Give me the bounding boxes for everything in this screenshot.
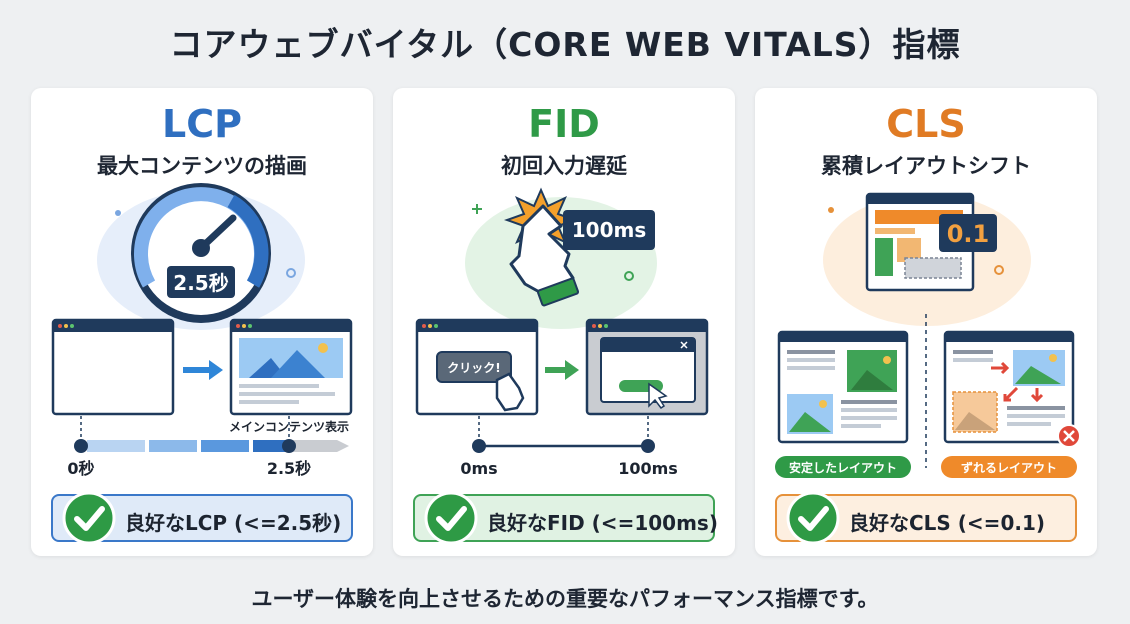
timeline-start-dot bbox=[74, 439, 88, 453]
footer-caption: ユーザー体験を向上させるための重要なパフォーマンス指標です。 bbox=[251, 587, 879, 611]
result-badge: 良好なFID (<=100ms) bbox=[413, 491, 718, 545]
timeline-end-dot bbox=[641, 439, 655, 453]
shift-value: 0.1 bbox=[947, 220, 990, 248]
click-button bbox=[436, 351, 512, 383]
timeline-end-label: 100ms bbox=[618, 459, 678, 478]
lcp-illustration: 2.5秒 メインコンテンツ表 bbox=[51, 183, 353, 478]
timeline-end-label: 2.5秒 bbox=[267, 459, 311, 478]
metric-name: LCP bbox=[162, 102, 242, 146]
delay-badge bbox=[563, 210, 655, 250]
timeline-arrow bbox=[293, 440, 349, 452]
timeline-end-dot bbox=[282, 439, 296, 453]
timeline-segment bbox=[149, 440, 197, 452]
check-icon bbox=[786, 491, 840, 545]
stable-layout-window bbox=[777, 330, 909, 444]
shifting-layout-window-2 bbox=[943, 330, 1075, 444]
speedometer-icon bbox=[131, 183, 271, 323]
timeline-start-label: 0ms bbox=[460, 459, 497, 478]
metric-subtitle: 累積レイアウトシフト bbox=[821, 154, 1031, 178]
milestone-label: メインコンテンツ表示 bbox=[229, 419, 349, 434]
stable-layout-label: 安定したレイアウト bbox=[789, 460, 897, 475]
stable-layout-pill bbox=[775, 456, 911, 478]
pointer-hand-icon bbox=[509, 204, 580, 307]
shift-layout-pill bbox=[941, 456, 1077, 478]
close-icon bbox=[680, 341, 688, 349]
timeline-segment bbox=[253, 440, 287, 452]
timeline-segment bbox=[201, 440, 249, 452]
result-badge: 良好なLCP (<=2.5秒) bbox=[51, 491, 353, 545]
content-browser-window bbox=[229, 318, 353, 416]
click-label: クリック! bbox=[447, 361, 500, 375]
metric-name: CLS bbox=[886, 102, 966, 146]
check-icon bbox=[62, 491, 116, 545]
shift-arrow-icon bbox=[1030, 388, 1044, 403]
empty-browser-window bbox=[51, 318, 175, 416]
input-browser-window bbox=[415, 318, 539, 416]
page-title: コアウェブバイタル（CORE WEB VITALS）指標 bbox=[169, 25, 961, 64]
error-x-icon bbox=[1057, 424, 1081, 448]
metric-subtitle: 最大コンテンツの描画 bbox=[97, 154, 307, 178]
timeline-segment bbox=[87, 440, 145, 452]
arrow-right-icon bbox=[545, 360, 579, 380]
metric-name: FID bbox=[528, 102, 600, 146]
metric-subtitle: 初回入力遅延 bbox=[501, 154, 627, 178]
fid-illustration: 100ms クリック! 0ms 100ms bbox=[415, 187, 709, 478]
result-label: 良好なFID (<=100ms) bbox=[487, 511, 718, 535]
shift-badge bbox=[939, 214, 997, 252]
timeline-start-label: 0秒 bbox=[67, 459, 94, 478]
shift-layout-label: ずれるレイアウト bbox=[961, 460, 1057, 475]
arrow-right-icon bbox=[183, 360, 223, 380]
result-badge: 良好なCLS (<=0.1) bbox=[775, 491, 1077, 545]
timeline-start-dot bbox=[472, 439, 486, 453]
response-browser-window bbox=[585, 318, 709, 416]
lcp-card: 2.5秒 メインコンテンツ表 bbox=[31, 88, 373, 556]
shift-arrow-icon bbox=[1003, 386, 1019, 402]
fid-card: 100ms クリック! 0ms 100ms bbox=[393, 88, 735, 556]
delay-value: 100ms bbox=[572, 218, 647, 242]
cursor-icon bbox=[648, 382, 668, 410]
pointer-hand-icon bbox=[495, 372, 525, 412]
cls-illustration: 0.1 bbox=[775, 192, 1081, 478]
cls-card: 0.1 bbox=[755, 88, 1097, 556]
result-label: 良好なCLS (<=0.1) bbox=[849, 511, 1046, 535]
result-label: 良好なLCP (<=2.5秒) bbox=[125, 511, 342, 535]
shift-arrow-icon bbox=[991, 361, 1010, 375]
check-icon bbox=[424, 491, 478, 545]
gauge-value: 2.5秒 bbox=[173, 271, 228, 295]
